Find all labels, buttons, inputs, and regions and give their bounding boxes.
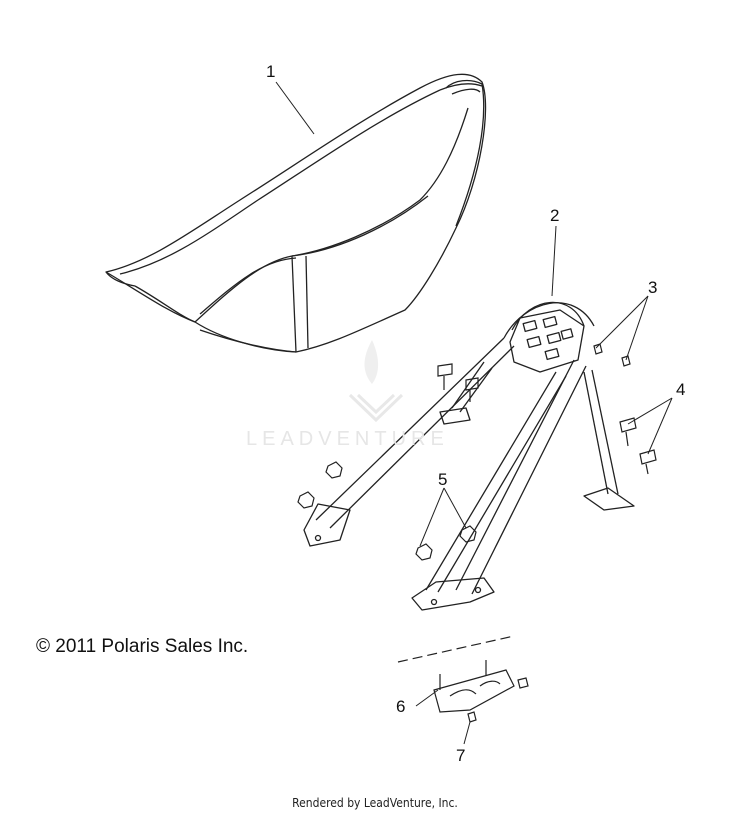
hardware bbox=[297, 343, 657, 561]
callout-4: 4 bbox=[676, 380, 686, 399]
leader-lines bbox=[275, 81, 673, 745]
callout-3: 3 bbox=[648, 278, 658, 297]
footer-credit: Rendered by LeadVenture, Inc. bbox=[292, 796, 458, 810]
callout-2: 2 bbox=[550, 206, 560, 225]
seat bbox=[105, 73, 487, 353]
watermark-logo bbox=[348, 340, 404, 423]
watermark-text: LEADVENTURE bbox=[246, 428, 449, 450]
callout-1: 1 bbox=[266, 62, 276, 81]
callout-7: 7 bbox=[456, 746, 466, 765]
bracket bbox=[397, 635, 529, 723]
grab-bar bbox=[303, 301, 635, 611]
callout-6: 6 bbox=[396, 697, 406, 716]
callout-5: 5 bbox=[438, 470, 448, 489]
copyright-notice: © 2011 Polaris Sales Inc. bbox=[36, 636, 249, 657]
